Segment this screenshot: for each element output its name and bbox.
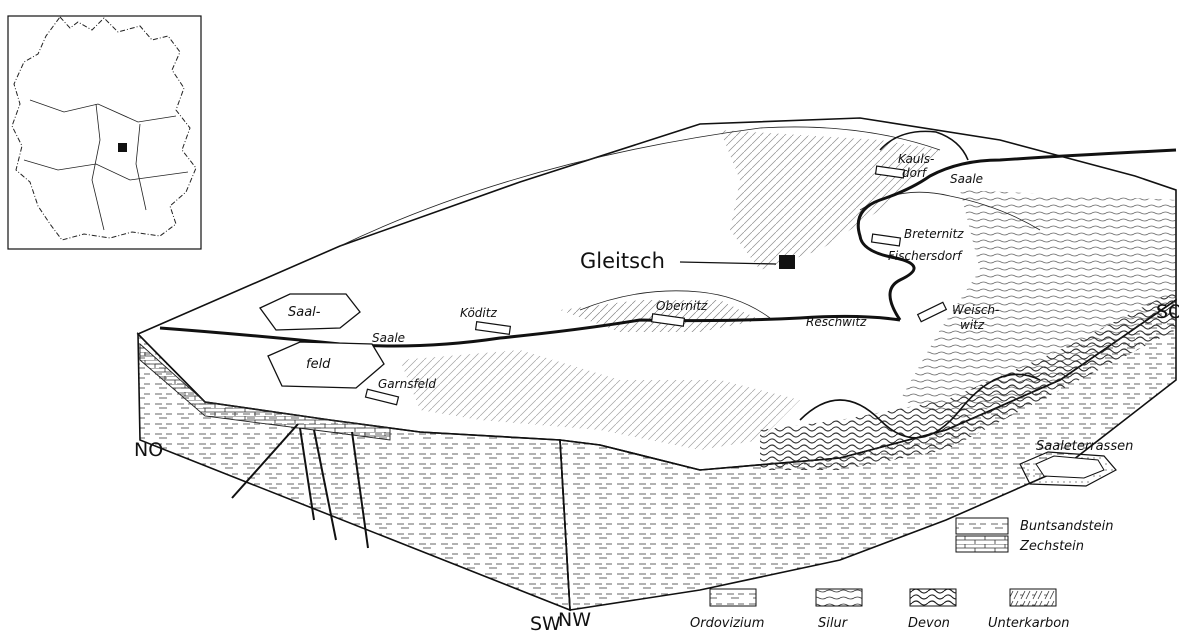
label-gleitsch: Gleitsch bbox=[580, 249, 665, 273]
legend-buntsandstein-label: Buntsandstein bbox=[1020, 519, 1113, 534]
legend-silur-symbol bbox=[816, 589, 862, 606]
label-reschwitz: Reschwitz bbox=[806, 315, 867, 329]
germany-locator-map bbox=[8, 16, 201, 249]
label-weischwitz-line2: witz bbox=[960, 318, 985, 332]
label-kaulsdorf-line2: dorf bbox=[902, 166, 928, 180]
direction-no: NO bbox=[134, 439, 163, 461]
legend-saaleterrassen-label: Saaleterrassen bbox=[1036, 439, 1133, 454]
legend-zechstein-label: Zechstein bbox=[1019, 539, 1084, 554]
label-kaulsdorf-line1: Kauls- bbox=[898, 152, 934, 166]
legend-devon-symbol bbox=[910, 589, 956, 606]
label-saalfeld-line1: Saal- bbox=[288, 305, 321, 320]
legend-silur-label: Silur bbox=[818, 616, 849, 631]
legend-devon-label: Devon bbox=[908, 616, 950, 631]
legend-unterkarbon-symbol bbox=[1010, 589, 1056, 606]
label-garnsfeld: Garnsfeld bbox=[378, 377, 436, 391]
legend-zechstein-symbol bbox=[956, 536, 1008, 552]
label-obernitz: Obernitz bbox=[656, 299, 708, 313]
direction-nw: NW bbox=[558, 609, 591, 631]
label-weischwitz-line1: Weisch- bbox=[952, 303, 999, 317]
legend-buntsandstein-symbol bbox=[956, 518, 1008, 534]
label-saale-upper: Saale bbox=[950, 172, 983, 186]
legend-ordovizium-symbol bbox=[710, 589, 756, 606]
direction-so: SO bbox=[1156, 301, 1179, 323]
gleitsch-marker bbox=[779, 255, 795, 269]
label-saalfeld-line2: feld bbox=[306, 357, 331, 372]
legend-ordovizium-label: Ordovizium bbox=[690, 616, 764, 631]
label-saale-main: Saale bbox=[372, 331, 405, 345]
location-marker bbox=[118, 143, 127, 152]
direction-sw: SW bbox=[530, 613, 561, 635]
legend-unterkarbon-label: Unterkarbon bbox=[988, 616, 1069, 631]
label-breternitz: Breternitz bbox=[904, 227, 964, 241]
label-koeditz: Köditz bbox=[460, 306, 497, 320]
label-fischersdorf: Fischersdorf bbox=[888, 249, 963, 263]
inset-map-frame bbox=[8, 16, 201, 249]
block-diagram: Gleitsch Kauls- dorf Saale Breternitz Fi… bbox=[134, 118, 1179, 635]
